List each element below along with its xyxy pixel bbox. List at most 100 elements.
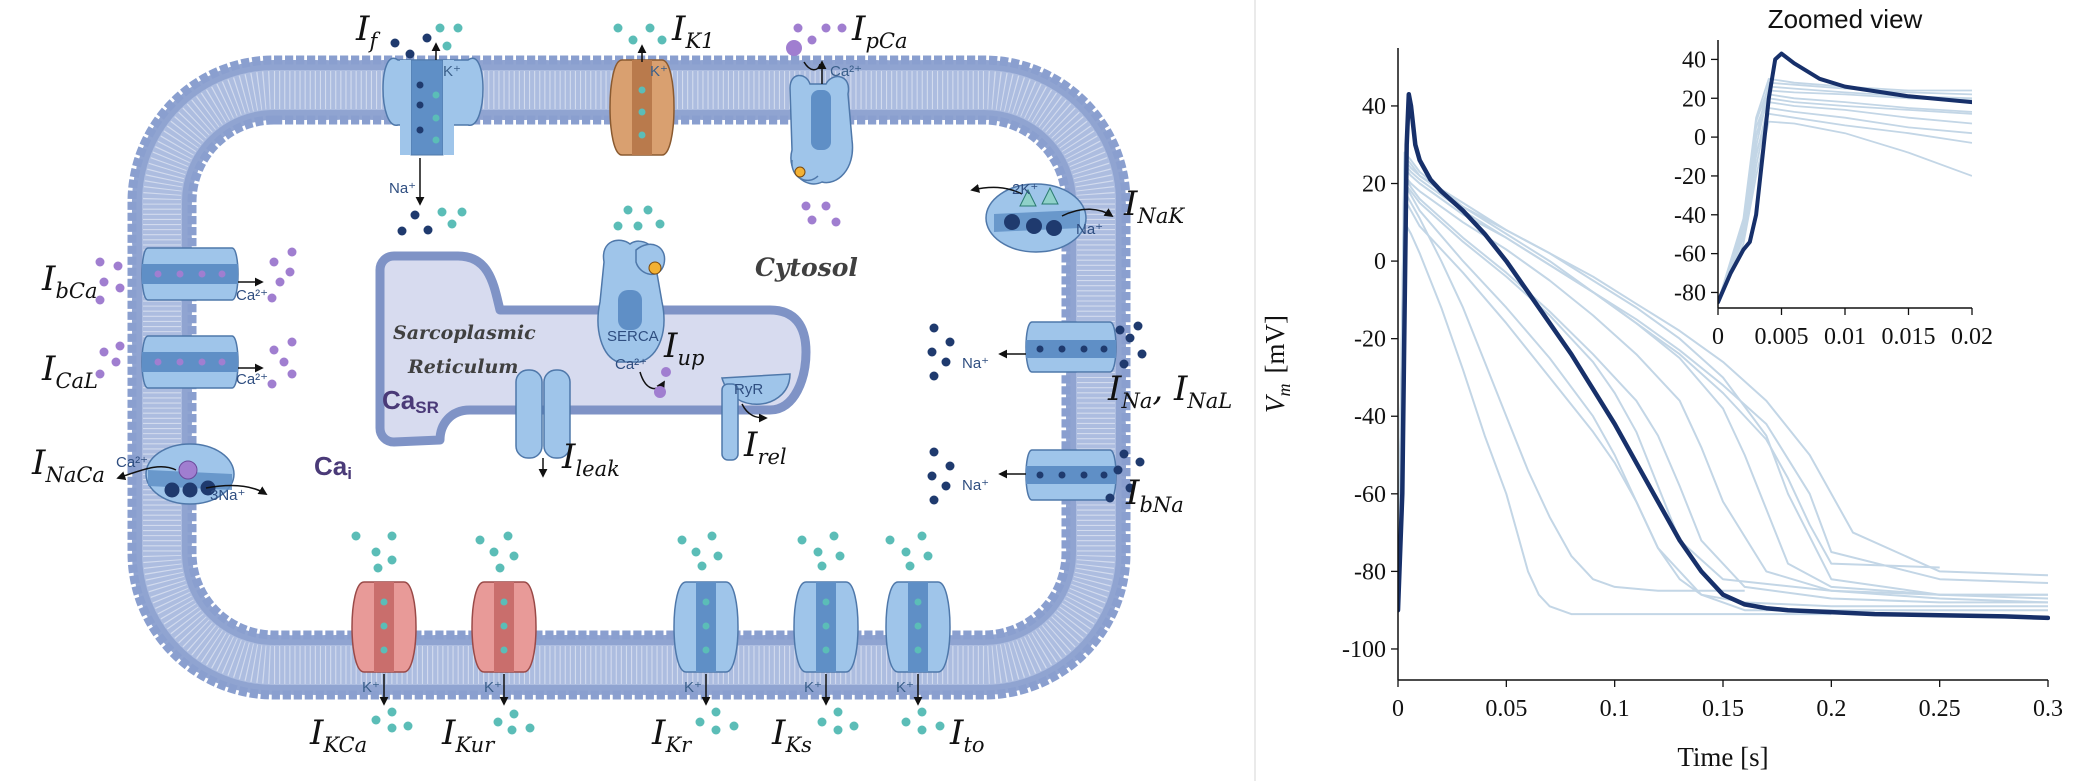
ikca-k-ion-label: K⁺	[362, 679, 380, 696]
inset-x-tick-label: 0.02	[1951, 324, 1993, 350]
inset-x-tick-label: 0.015	[1882, 324, 1936, 350]
inset-ensemble-trace	[1718, 97, 1972, 303]
inset-ensemble-traces	[1718, 77, 1972, 303]
inset-x-tick-label: 0.01	[1824, 324, 1866, 350]
channel-ik1: K⁺	[609, 23, 675, 231]
channel-inak: 2K⁺ Na⁺	[970, 181, 1114, 253]
inset-y-tick-label: -20	[1674, 164, 1706, 190]
current-label-leak: Ileak	[561, 437, 620, 481]
ensemble-trace	[1398, 190, 1745, 611]
current-label-k1: IK1	[671, 9, 715, 53]
serca-label: SERCA	[607, 328, 659, 345]
current-label-naca: INaCa	[31, 443, 105, 487]
ibna-na-ion-label: Na⁺	[962, 477, 989, 494]
ensemble-trace	[1398, 174, 2049, 611]
ap-chart: 40 20 0 -20 -40 -60 -80 -100 0 0.05 0.1 0.15 0.2 0.25…	[1260, 4, 2063, 772]
inset-y-tick-label: 0	[1694, 125, 1706, 151]
inset-y-tick-label: -40	[1674, 203, 1706, 229]
channel-ibca: Ca²⁺	[95, 247, 297, 305]
x-tick-label: 0.3	[2033, 696, 2063, 722]
inset-ensemble-trace	[1718, 112, 1972, 303]
ikur-k-ion-label: K⁺	[484, 679, 502, 696]
cytosol-label: Cytosol	[755, 253, 858, 282]
y-tick-label: 20	[1362, 172, 1386, 198]
ryr-channel: RyR	[721, 373, 791, 461]
y-tick-label: 0	[1374, 249, 1386, 275]
ca-sr-label: CaSR	[382, 385, 439, 417]
sr-label-line1: Sarcoplasmic	[393, 322, 536, 344]
current-label-kur: IKur	[441, 713, 496, 757]
current-label-kca: IKCa	[309, 713, 367, 757]
y-tick-label: -20	[1354, 327, 1386, 353]
cell-diagram: Sarcoplasmic Reticulum CaSR Cytosol Cai …	[31, 9, 1232, 757]
y-tick-label: -40	[1354, 404, 1386, 430]
ik1-k-ion-label: K⁺	[650, 63, 668, 80]
channel-ical: Ca²⁺	[95, 335, 297, 389]
current-label-f: If	[355, 9, 380, 53]
y-tick-label: -60	[1354, 482, 1386, 508]
ibca-ca-ion-label: Ca²⁺	[236, 287, 268, 304]
inak-k-ion-label: 2K⁺	[1012, 181, 1038, 198]
channel-ina: Na⁺	[927, 321, 1147, 381]
x-tick-label: 0	[1392, 696, 1404, 722]
highlight-trace-group	[1398, 92, 2050, 621]
current-label-up: Iup	[663, 326, 704, 370]
x-tick-label: 0.05	[1485, 696, 1527, 722]
inset-highlight-trace	[1718, 51, 1972, 305]
iks-k-ion-label: K⁺	[804, 679, 822, 696]
ina-na-ion-label: Na⁺	[962, 355, 989, 372]
serca-ca-ion-label: Ca²⁺	[615, 356, 647, 373]
ito-k-ion-label: K⁺	[896, 679, 914, 696]
x-tick-label: 0.2	[1816, 696, 1846, 722]
ensemble-trace	[1398, 155, 2049, 611]
current-label-kr: IKr	[651, 713, 693, 757]
inaca-ca-ion-label: Ca²⁺	[116, 454, 148, 471]
channel-ikur: K⁺	[471, 531, 537, 735]
ensemble-trace	[1398, 163, 2049, 611]
inset-title: Zoomed view	[1768, 4, 1923, 34]
channel-ipca: Ca²⁺	[786, 23, 862, 227]
ensemble-trace	[1398, 198, 2048, 611]
inset-y-tick-label: -60	[1674, 242, 1706, 268]
y-tick-label: -80	[1354, 559, 1386, 585]
y-axis-title: Vm[mV]	[1260, 315, 1294, 413]
current-label-bna: IbNa	[1125, 473, 1184, 517]
channel-if: K⁺ Na⁺	[382, 23, 484, 236]
x-tick-label: 0.15	[1702, 696, 1744, 722]
inset-ensemble-trace	[1718, 107, 1972, 303]
inset-x-tick-label: 0	[1712, 324, 1724, 350]
ipca-ca-ion-label: Ca²⁺	[830, 63, 862, 80]
y-tick-label: 40	[1362, 94, 1386, 120]
inak-na-ion-label: Na⁺	[1076, 221, 1103, 238]
y-tick-label: -100	[1342, 637, 1386, 663]
inset-y-tick-label: -80	[1674, 280, 1706, 306]
channel-iks: K⁺	[793, 531, 859, 735]
if-na-ion-label: Na⁺	[389, 180, 416, 197]
sr-leak-channel	[515, 369, 571, 478]
channel-ikca: K⁺	[351, 531, 417, 733]
axis-ticks: 40 20 0 -20 -40 -60 -80 -100 0 0.05 0.1 0.15 0.2 0.25…	[1342, 94, 2063, 722]
x-tick-label: 0.25	[1919, 696, 1961, 722]
inset-ensemble-trace	[1718, 120, 1972, 303]
inaca-na-ion-label: 3Na⁺	[210, 487, 245, 504]
ca-i-label: Cai	[314, 451, 352, 483]
current-label-na: INa, INaL	[1107, 369, 1232, 413]
sr-label-line2: Reticulum	[407, 356, 518, 378]
ensemble-trace	[1398, 174, 2048, 611]
current-label-cal: ICaL	[41, 349, 98, 393]
channel-inaca: Ca²⁺ 3Na⁺	[116, 443, 268, 505]
current-label-bca: IbCa	[41, 259, 97, 303]
inset-highlight-trace-group	[1718, 51, 1972, 305]
channel-ikr: K⁺	[673, 531, 739, 735]
x-tick-label: 0.1	[1600, 696, 1630, 722]
ensemble-trace	[1398, 182, 2048, 611]
ikr-k-ion-label: K⁺	[684, 679, 702, 696]
x-axis-title: Time [s]	[1677, 742, 1768, 772]
ensemble-trace	[1398, 167, 1940, 611]
ensemble-trace	[1398, 159, 2049, 611]
inset-y-tick-label: 20	[1682, 86, 1706, 112]
ical-ca-ion-label: Ca²⁺	[236, 371, 268, 388]
